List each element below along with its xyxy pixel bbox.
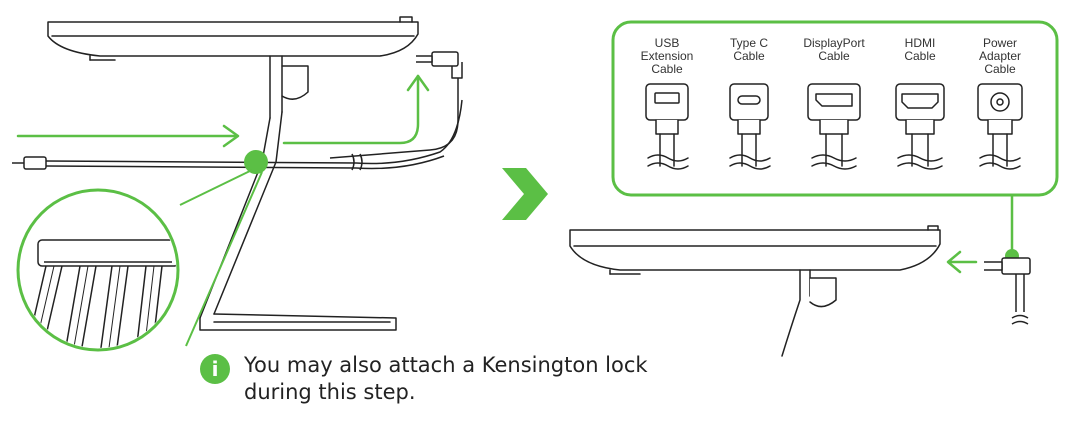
zoom-callout-circle <box>16 188 180 352</box>
kensington-note: i You may also attach a Kensington lock … <box>200 352 660 406</box>
power-label-line-1: Power <box>983 36 1017 50</box>
hdmi-label-line-1: HDMI <box>905 36 936 50</box>
stand-hinge <box>269 55 283 119</box>
usb-port-icon <box>645 83 689 170</box>
usb-label-line-2: Extension <box>641 49 694 63</box>
type-c-label-line-2: Cable <box>733 49 765 63</box>
note-text: You may also attach a Kensington lock du… <box>244 353 648 404</box>
displayport-label-line-2: Cable <box>818 49 850 63</box>
hdmi-port-icon <box>895 83 945 170</box>
power-label-line-2: Adapter <box>979 49 1021 63</box>
power-port-icon <box>977 83 1023 170</box>
displayport-label-line-1: DisplayPort <box>803 36 865 50</box>
usb-label-line-3: Cable <box>651 62 683 76</box>
kensington-slot-highlight <box>179 150 268 347</box>
type-c-port-icon <box>729 83 771 170</box>
stand-base <box>199 313 397 331</box>
power-connector-callout <box>946 195 1031 325</box>
type-c-label-line-1: Type C <box>730 36 768 50</box>
cable-through-stand <box>12 99 463 171</box>
monitor-side-view-right <box>569 225 941 357</box>
info-icon: i <box>200 354 230 384</box>
monitor-panel <box>47 21 419 57</box>
displayport-port-icon <box>807 83 861 170</box>
hdmi-label-line-2: Cable <box>904 49 936 63</box>
routing-arrows-left <box>16 74 430 148</box>
port-labels: USB Extension Cable Type C Cable Display… <box>641 36 1021 76</box>
next-step-chevron <box>502 168 548 220</box>
usb-label-line-1: USB <box>655 36 680 50</box>
power-label-line-3: Cable <box>984 62 1016 76</box>
